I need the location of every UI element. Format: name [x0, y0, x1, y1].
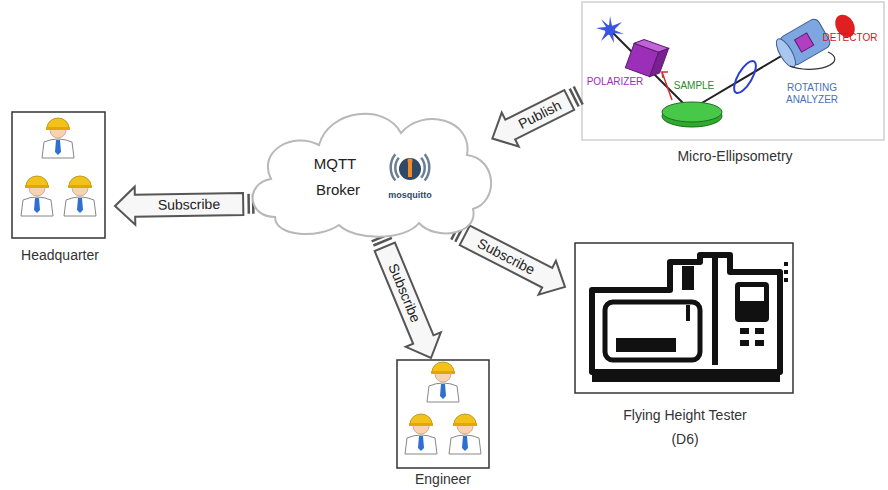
- device-caption: Flying Height Tester (D6): [610, 403, 760, 451]
- device-caption: Micro-Ellipsometry: [677, 148, 792, 165]
- machine-icon: [575, 243, 793, 393]
- device-panel: Flying Height Tester (D6): [565, 240, 805, 453]
- person-figure: [405, 414, 437, 454]
- block-arrow-group: [492, 87, 582, 147]
- arrow-label: Subscribe: [473, 235, 539, 279]
- arrow-tail-bar: [373, 238, 391, 246]
- block-arrow-group: [115, 187, 253, 225]
- station-box: Headquarter: [5, 110, 115, 270]
- station-caption: Engineer: [415, 471, 471, 488]
- person-figure: [64, 176, 96, 216]
- part-label: POLARIZER: [587, 76, 644, 88]
- block-arrow: [375, 243, 441, 358]
- device-panel: POLARIZER SAMPLE ROTATING ANALYZER DETECTOR…: [580, 0, 886, 172]
- cloud-outline: [245, 95, 500, 240]
- block-arrow: [460, 226, 565, 295]
- block-arrow: [115, 187, 243, 225]
- station-box: Engineer: [385, 358, 500, 490]
- block-arrow-group: [372, 234, 441, 358]
- arrow-label: Publish: [514, 97, 566, 133]
- person-figure: [449, 414, 481, 454]
- arrow-label: Subscribe: [156, 197, 223, 213]
- arrow-tail-bar: [455, 224, 464, 242]
- arrow-label: Subscribe: [384, 260, 424, 327]
- arrow-tail-bar: [570, 89, 579, 107]
- person-figure: [42, 118, 74, 158]
- broker-logo: [391, 154, 430, 180]
- people-icon: [405, 362, 481, 454]
- block-arrow-group: [451, 222, 565, 295]
- logo-text: mosquitto: [388, 190, 432, 201]
- person-figure: [21, 176, 53, 216]
- station-caption: Headquarter: [21, 247, 99, 264]
- part-label: SAMPLE: [674, 80, 715, 92]
- icon-frame: [12, 112, 105, 238]
- broker-cloud: MQTT Broker mosquitto: [245, 95, 500, 240]
- broker-title: Broker: [316, 181, 360, 199]
- part-label: ROTATING ANALYZER: [777, 82, 847, 106]
- person-figure: [427, 362, 459, 402]
- people-icon: [21, 118, 96, 216]
- ellipsometry-picture: [582, 2, 884, 140]
- icon-frame: [397, 360, 489, 468]
- broker-title: MQTT: [314, 155, 357, 173]
- block-arrow: [492, 90, 574, 146]
- arrow-tail-bar: [252, 194, 255, 214]
- part-label: DETECTOR: [823, 32, 878, 44]
- arrow-tail-bar: [247, 194, 250, 214]
